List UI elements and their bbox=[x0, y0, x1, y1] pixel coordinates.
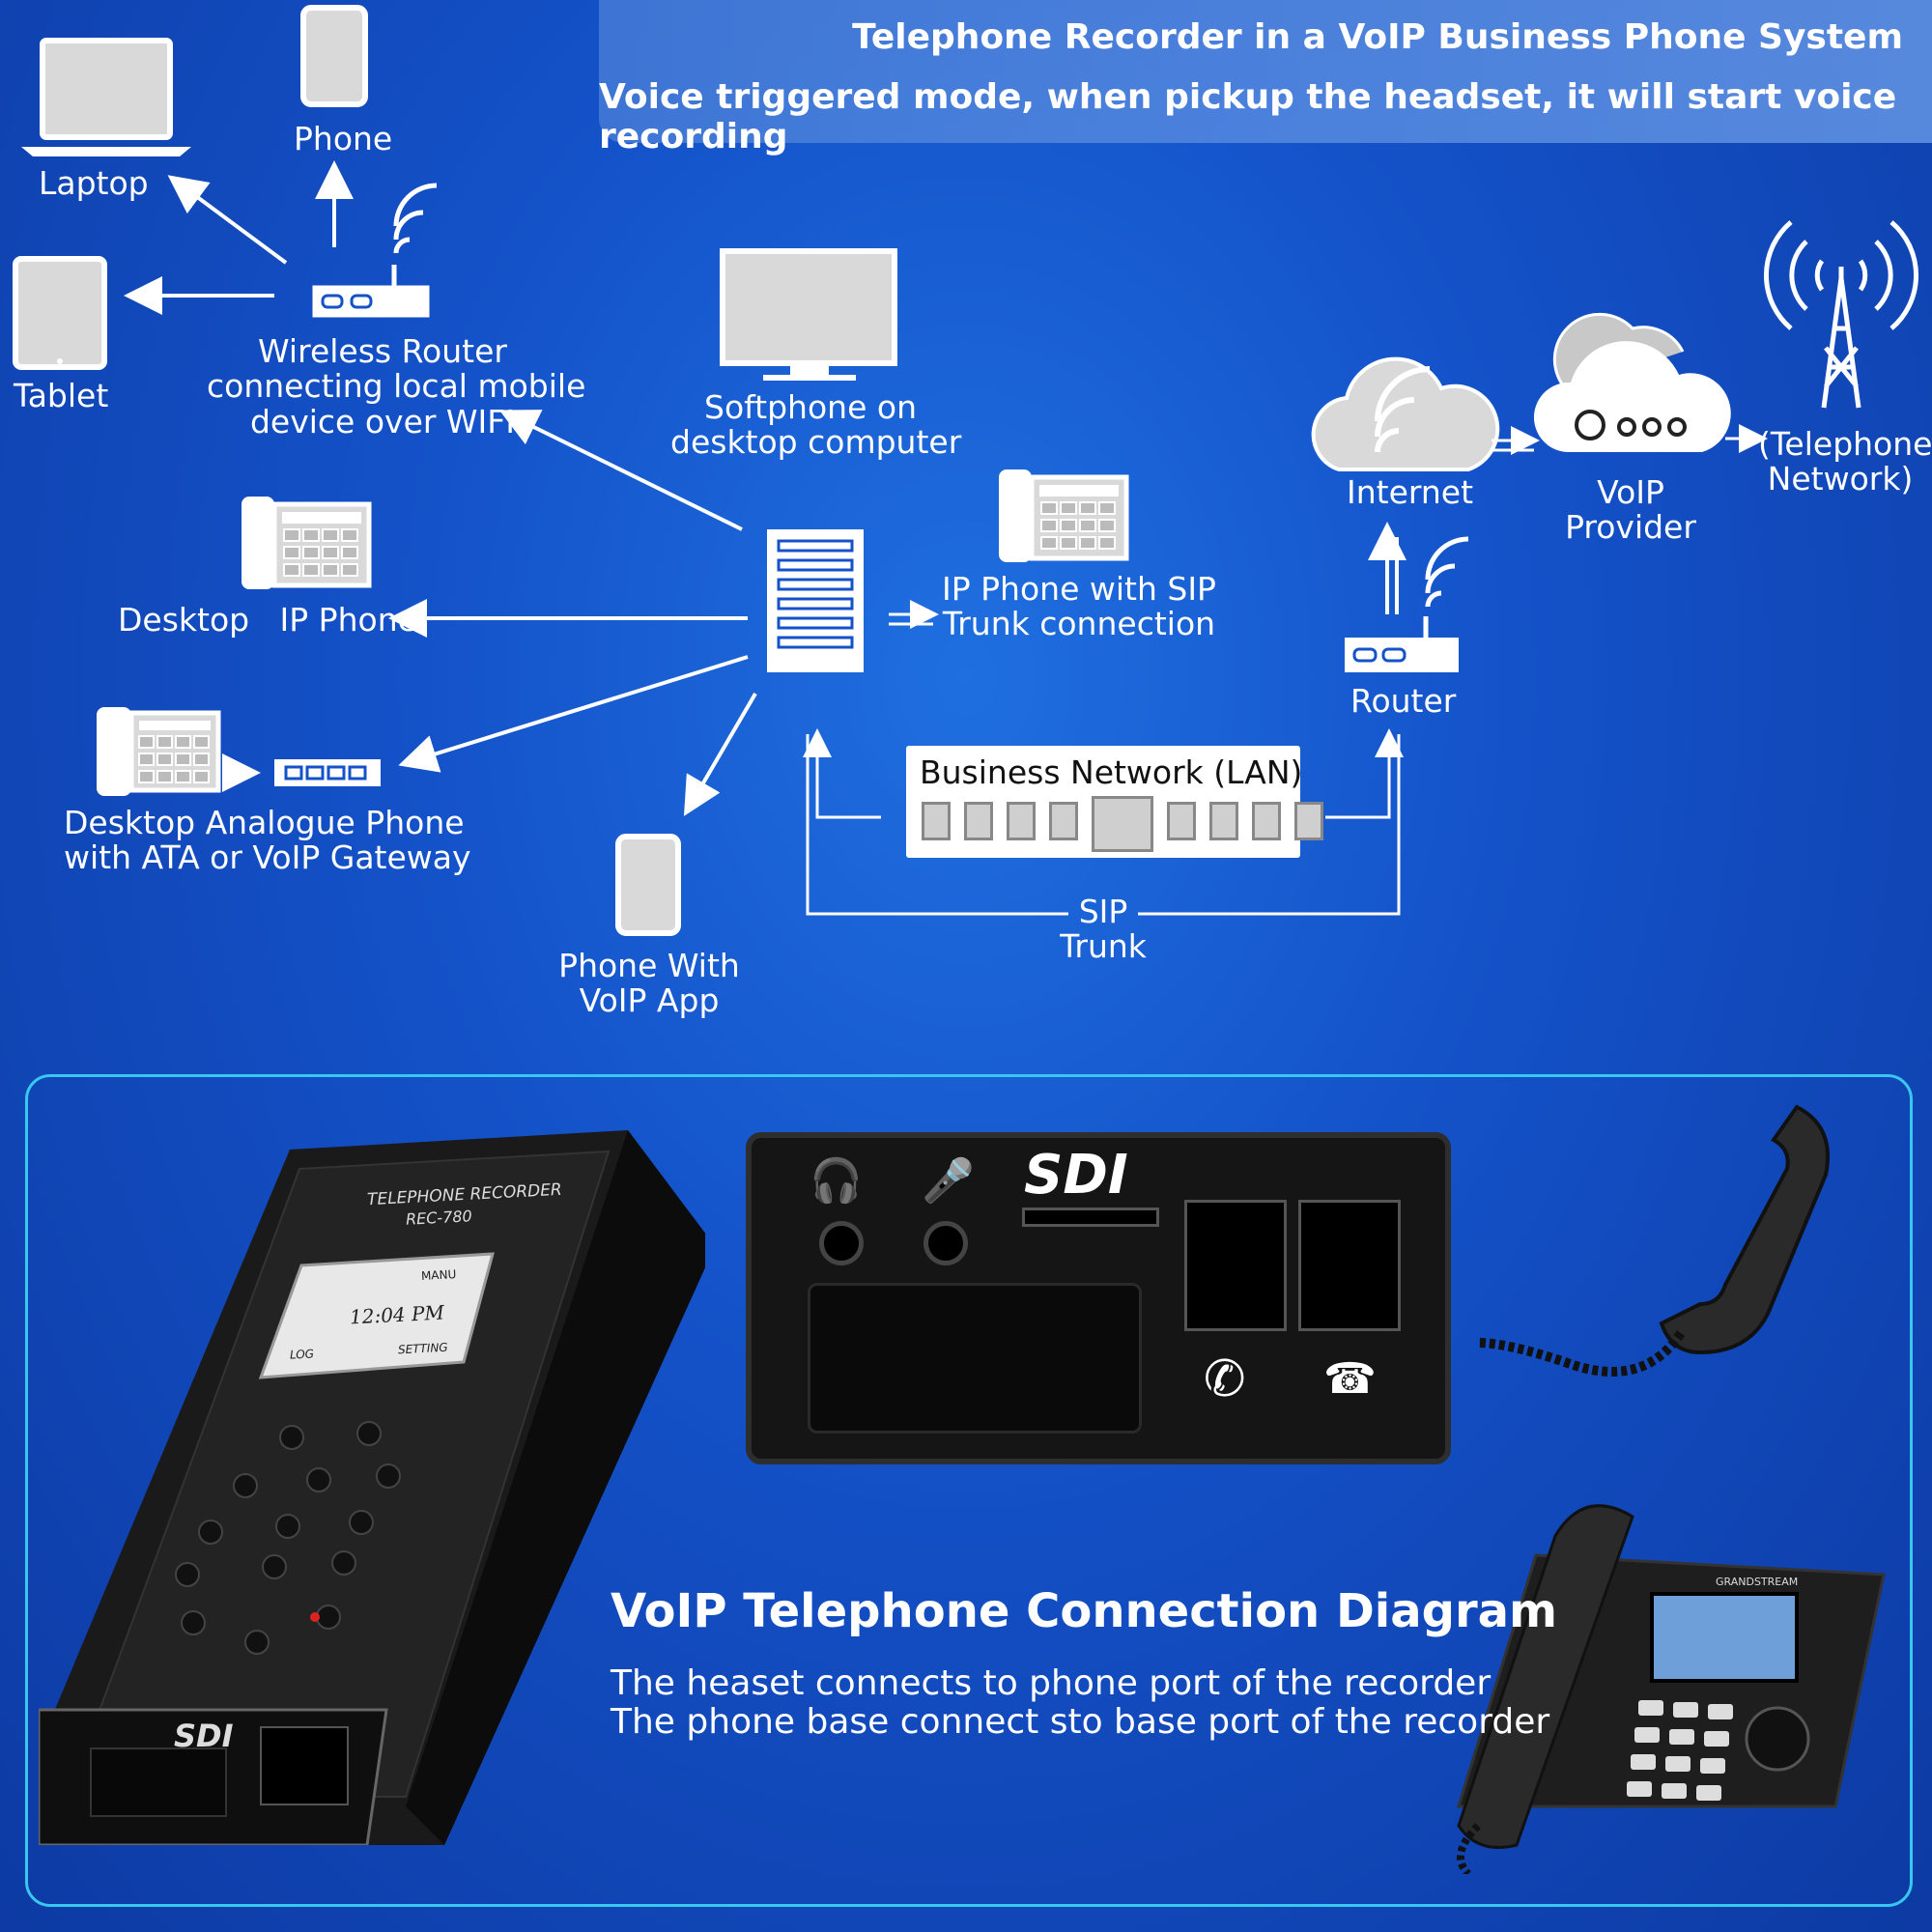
double-arrow-to-sip-phone bbox=[889, 600, 939, 629]
phone-port bbox=[1184, 1200, 1287, 1331]
lan-ports bbox=[922, 796, 1323, 852]
header-subtitle: Voice triggered mode, when pickup the he… bbox=[599, 77, 1897, 156]
analogue-phone-line-2: with ATA or VoIP Gateway bbox=[64, 838, 471, 877]
softphone-line-1: Softphone on bbox=[704, 388, 917, 426]
microphone-icon: 🎤 bbox=[922, 1156, 975, 1206]
headphone-icon: 🎧 bbox=[810, 1156, 863, 1206]
laptop-label: Laptop bbox=[39, 164, 149, 202]
router-label: Router bbox=[1350, 682, 1457, 720]
ip-desk-phone bbox=[1456, 1504, 1886, 1874]
tablet-label: Tablet bbox=[14, 377, 109, 414]
microphone-jack bbox=[923, 1221, 968, 1265]
wireless-router-line-2: connecting local mobile bbox=[207, 367, 586, 406]
sip-trunk-line-2: Trunk bbox=[1060, 927, 1147, 966]
phone-icon bbox=[300, 5, 368, 107]
router-icon bbox=[1345, 536, 1469, 672]
business-network-label: Business Network (LAN) bbox=[920, 753, 1303, 791]
lan-line-right bbox=[1325, 728, 1404, 819]
lan-port bbox=[964, 802, 993, 840]
arrow-to-wireless-router bbox=[498, 410, 743, 531]
lan-line-left bbox=[803, 728, 881, 819]
device-screen-menu: MANU bbox=[420, 1267, 457, 1283]
network-diagram bbox=[13, 5, 1919, 936]
telephone-network-line-1: (Telephone bbox=[1758, 425, 1932, 463]
lan-port bbox=[1294, 802, 1323, 840]
handset-icon bbox=[1477, 1104, 1830, 1377]
device-screen-time: 12:04 PM bbox=[349, 1300, 445, 1329]
device-model: REC-780 bbox=[405, 1207, 473, 1229]
device-brand-back: SDI bbox=[1024, 1144, 1128, 1207]
device-brand-front: SDI bbox=[174, 1718, 234, 1754]
wireless-router-line-1: Wireless Router bbox=[258, 332, 507, 370]
analogue-phone-line-1: Desktop Analogue Phone bbox=[64, 804, 465, 841]
battery-cover bbox=[808, 1283, 1142, 1434]
voip-provider-line-1: VoIP bbox=[1597, 473, 1664, 511]
diagram-title: VoIP Telephone Connection Diagram bbox=[611, 1584, 1558, 1638]
sip-phone-line-1: IP Phone with SIP bbox=[942, 570, 1216, 608]
diagram-line-1: The heaset connects to phone port of the… bbox=[611, 1663, 1492, 1703]
lan-port bbox=[1209, 802, 1238, 840]
lan-port bbox=[1252, 802, 1281, 840]
voip-provider-line-2: Provider bbox=[1565, 508, 1696, 547]
desktop-ip-phone-label: Desktop IP Phone bbox=[118, 601, 417, 639]
wireless-router-line-3: device over WIFI bbox=[249, 402, 516, 440]
voip-provider-cloud-icon bbox=[1533, 312, 1731, 452]
sd-card-slot bbox=[1022, 1208, 1159, 1227]
arrow-to-analogue-phone bbox=[398, 655, 749, 773]
lan-port bbox=[1167, 802, 1196, 840]
arrow-internet-to-provider bbox=[1492, 426, 1540, 455]
softphone-label: Softphone on desktop computer bbox=[670, 388, 962, 462]
softphone-line-2: desktop computer bbox=[670, 423, 962, 462]
phone-label: Phone bbox=[294, 120, 393, 157]
base-port bbox=[1298, 1200, 1401, 1331]
lan-port bbox=[1049, 802, 1078, 840]
diagram-line-2: The phone base connect sto base port of … bbox=[611, 1702, 1550, 1742]
header-title: Telephone Recorder in a VoIP Business Ph… bbox=[852, 17, 1903, 57]
laptop-icon bbox=[21, 38, 191, 156]
handset-port-icon: ✆ bbox=[1204, 1350, 1246, 1408]
phone-brand: GRANDSTREAM bbox=[1716, 1576, 1799, 1588]
arrow-to-mobile-app bbox=[683, 692, 757, 816]
lan-port bbox=[1007, 802, 1036, 840]
device-screen-setting: SETTING bbox=[397, 1340, 448, 1357]
mobile-app-line-1: Phone With bbox=[558, 947, 740, 984]
telephone-recorder-device bbox=[39, 1130, 705, 1845]
desk-phone-icon bbox=[242, 497, 372, 589]
sip-trunk-line-1: SIP bbox=[1078, 893, 1128, 930]
server-icon bbox=[767, 529, 864, 672]
internet-label: Internet bbox=[1347, 473, 1474, 511]
mobile-app-line-2: VoIP App bbox=[579, 981, 720, 1020]
ata-gateway-icon bbox=[274, 759, 381, 786]
mobile-app-label: Phone With VoIP App bbox=[553, 947, 746, 1020]
lan-port bbox=[922, 802, 951, 840]
analogue-phone-label: Desktop Analogue Phone with ATA or VoIP … bbox=[64, 804, 471, 877]
lan-port-uplink bbox=[1092, 796, 1153, 852]
telephone-base-icon: ☎ bbox=[1323, 1354, 1377, 1404]
internet-cloud-icon bbox=[1311, 356, 1500, 471]
headphone-jack bbox=[819, 1221, 864, 1265]
tablet-icon bbox=[13, 256, 107, 370]
arrow-router-to-internet bbox=[1368, 522, 1406, 614]
sip-phone-label: IP Phone with SIP Trunk connection bbox=[939, 570, 1219, 643]
analogue-phone-icon bbox=[97, 707, 221, 796]
tower-icon bbox=[1763, 220, 1919, 409]
wireless-router-icon bbox=[312, 183, 438, 318]
voip-provider-label: VoIP Provider bbox=[1557, 473, 1704, 547]
sip-trunk-label: SIP Trunk bbox=[1045, 893, 1161, 966]
monitor-icon bbox=[720, 248, 897, 381]
telephone-network-line-2: Network) bbox=[1767, 460, 1914, 498]
arrow-to-laptop bbox=[167, 175, 288, 265]
header-banner: Telephone Recorder in a VoIP Business Ph… bbox=[599, 0, 1932, 156]
recorder-back-panel: 🎧 🎤 SDI ✆ ☎ bbox=[746, 1132, 1451, 1464]
mobile-app-icon bbox=[615, 834, 681, 936]
business-network-box: Business Network (LAN) bbox=[906, 746, 1323, 858]
sip-phone-line-2: Trunk connection bbox=[942, 605, 1216, 643]
device-screen-log: LOG bbox=[289, 1347, 315, 1362]
wireless-router-label: Wireless Router connecting local mobile … bbox=[207, 332, 586, 440]
product-panel bbox=[25, 1074, 1913, 1907]
sip-phone-icon bbox=[999, 469, 1129, 562]
telephone-network-label: (Telephone Network) bbox=[1758, 425, 1932, 498]
sip-trunk-line bbox=[806, 734, 1401, 916]
